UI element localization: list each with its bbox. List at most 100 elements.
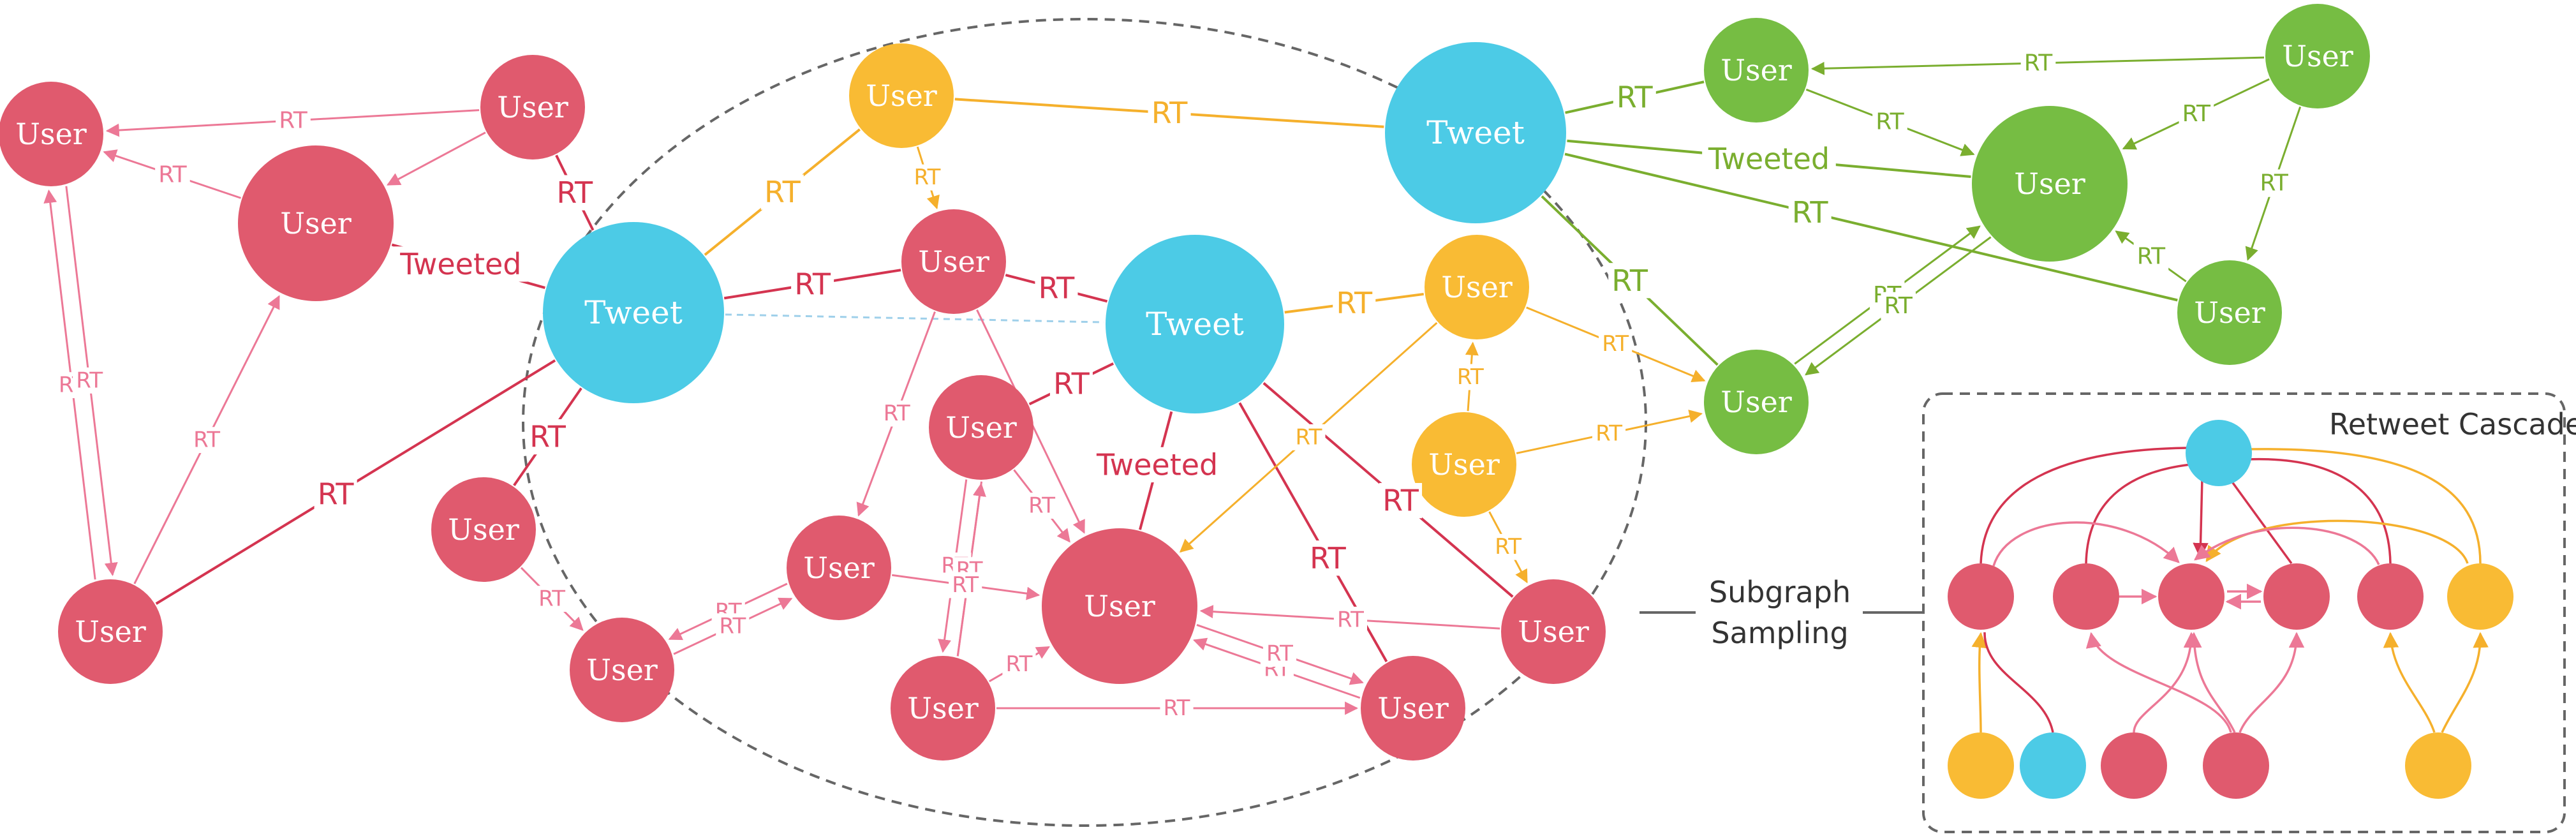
edge-label-bg — [1788, 195, 1832, 230]
user-node-u5 — [431, 477, 536, 582]
edge-label-bg — [314, 477, 357, 512]
cascade-node-c — [2158, 563, 2224, 630]
user-node-g1 — [1704, 18, 1809, 123]
edge-label-bg — [1881, 292, 1916, 320]
cascade-title: Retweet Cascade — [2329, 407, 2576, 442]
user-label-u5: User — [448, 512, 519, 547]
edge-label-bg — [2133, 242, 2169, 271]
user-label-u12: User — [1518, 614, 1589, 649]
user-label-uo1: User — [866, 78, 937, 113]
user-label-u2: User — [497, 90, 568, 124]
edge-label-t2-u12: RT — [1382, 484, 1419, 518]
cascade-edges — [1971, 447, 2489, 733]
edge-label-g2-g4: RT — [2260, 170, 2288, 197]
edge-label-bg — [1491, 533, 1525, 560]
edge-label-bg — [2020, 49, 2056, 77]
edge-label-bg — [1613, 79, 1656, 115]
edge-label-bg — [1262, 641, 1297, 667]
user-label-u3: User — [280, 206, 352, 241]
edge-label-u3-t1: Tweeted — [399, 247, 521, 281]
user-label-u8: User — [945, 410, 1017, 445]
user-label-u10: User — [907, 691, 979, 725]
user-node-g4 — [2177, 260, 2282, 365]
edge-label-u2-u1: RT — [279, 107, 307, 133]
edge-label-bg — [1306, 540, 1349, 576]
edge-label-bg — [1292, 424, 1326, 450]
subgraph-caption-line2: Sampling — [1711, 616, 1848, 650]
edge-label-uo3-g5: RT — [1595, 420, 1622, 446]
edge-label-g3-g5: RT — [1884, 293, 1913, 319]
edge-label-bg — [760, 174, 804, 210]
cascade-edge-f-c — [2205, 519, 2469, 564]
cascade-edge-g-a — [1971, 632, 1987, 733]
edge-label-t2-ubig: Tweeted — [1096, 447, 1218, 482]
cascade-node-f — [2447, 563, 2513, 630]
edge-label-u5-t1: RT — [529, 420, 566, 454]
user-node-u7 — [901, 209, 1006, 314]
user-node-g3 — [1972, 106, 2128, 262]
edge-label-bg — [1702, 141, 1836, 177]
edge-label-bg — [2256, 169, 2291, 197]
edge-label-u6-u9: RT — [719, 614, 746, 639]
user-label-g3: User — [2014, 167, 2085, 201]
edge-label-t3-g4: RT — [1792, 195, 1829, 230]
edge-label-bg — [880, 400, 914, 427]
edge-label-t3-g1: RT — [1617, 80, 1654, 114]
edge-label-u10-u11: RT — [1164, 695, 1190, 721]
tweet-label-t1: Tweet — [584, 294, 683, 331]
cascade-edge-root-a — [1980, 447, 2187, 564]
user-node-g2 — [2265, 4, 2370, 108]
edge-label-t1-uo1: RT — [764, 175, 801, 209]
user-label-u9: User — [803, 551, 875, 585]
user-node-g5 — [1704, 350, 1809, 454]
edge-label-bg — [1025, 493, 1059, 519]
cascade-node-root — [2186, 420, 2252, 486]
user-node-u10 — [891, 656, 995, 761]
user-node-u4 — [58, 579, 163, 684]
user-node-u12 — [1501, 579, 1606, 684]
edge-label-uo3-u12: RT — [1495, 534, 1521, 560]
cascade-edge-j-b — [2085, 632, 2232, 733]
edge-label-u7-u9: RT — [884, 401, 910, 426]
user-node-u1 — [0, 82, 103, 186]
edge-label-bg — [553, 175, 596, 211]
user-node-uo2 — [1425, 235, 1529, 339]
edge-label-bg — [1160, 695, 1194, 722]
cascade-edge-i-c — [2133, 632, 2200, 733]
tweet-node-t2 — [1106, 235, 1284, 413]
user-label-g5: User — [1721, 385, 1792, 419]
tweet-label-t3: Tweet — [1426, 114, 1525, 151]
edge-label-bg — [155, 161, 190, 189]
edge-label-bg — [1453, 364, 1487, 390]
user-label-g1: User — [1721, 53, 1792, 87]
cascade-node-j — [2203, 732, 2269, 799]
user-label-u7: User — [918, 244, 989, 279]
edge-label-u3-u1: RT — [158, 162, 187, 188]
user-label-uo3: User — [1428, 447, 1500, 482]
cascade-node-h — [2020, 732, 2086, 799]
edge-label-bg — [791, 266, 834, 302]
edge-label-uo2-ubig: RT — [1295, 424, 1322, 450]
edge-label-t2-u11: RT — [1310, 541, 1347, 575]
edge-label-uo1-t3: RT — [1151, 96, 1188, 130]
edge-label-bg — [190, 427, 224, 454]
graph-edge-labels: RTRTRTRTRTRTTweetedRTRTRTRTRTRTRTRTRTRTR… — [55, 49, 2291, 722]
edge-label-bg — [910, 164, 944, 191]
cascade-node-i — [2101, 732, 2167, 799]
edge-label-t3-g3: Tweeted — [1708, 142, 1830, 176]
edge-label-bg — [1090, 447, 1224, 483]
cascade-nodes — [1948, 420, 2513, 799]
edge-label-bg — [1599, 330, 1632, 357]
cascade-node-b — [2053, 563, 2119, 630]
edge-label-u9-ubig: RT — [952, 572, 979, 598]
edge-label-u5-u6: RT — [538, 586, 565, 612]
graph-nodes: UserUserUserUserTweetUserUserUserUserUse… — [0, 4, 2370, 761]
edge-label-bg — [1592, 420, 1626, 447]
edge-label-bg — [526, 419, 569, 455]
cascade-edge-root-b — [2085, 463, 2191, 564]
edge-label-t2-uo2: RT — [1336, 286, 1373, 320]
user-label-uo2: User — [1441, 270, 1513, 304]
edge-label-bg — [2179, 100, 2214, 128]
user-node-uo1 — [849, 43, 954, 148]
user-label-u4: User — [75, 614, 146, 649]
